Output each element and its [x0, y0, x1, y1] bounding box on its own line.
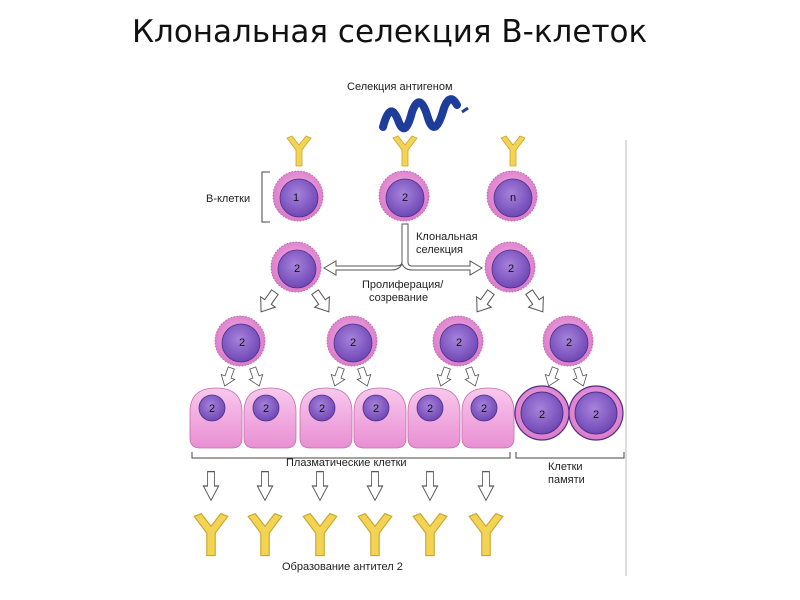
cell-number: 2 [508, 263, 514, 275]
memory-cells-label-1: Клетки [548, 461, 583, 473]
antibody-icon [412, 513, 448, 557]
slide-title: Клональная селекция В-клеток [132, 14, 648, 50]
secretion-arrows [202, 471, 495, 501]
cell-number: 2 [209, 403, 215, 415]
b-cells-label: В-клетки [206, 193, 250, 205]
plasma-cell [189, 387, 243, 449]
memory-cells-label-2: памяти [548, 474, 585, 486]
plasma-cell [407, 387, 461, 449]
cell-number: 2 [350, 337, 356, 349]
clonal-selection-label-1: Клональная [416, 231, 478, 243]
antibody-formation-label: Образование антител 2 [282, 561, 403, 573]
cell-number: n [510, 192, 516, 204]
antibodies [193, 513, 504, 557]
cell-number: 2 [239, 337, 245, 349]
antibody-icon [468, 513, 504, 557]
plasma-cell [243, 387, 297, 449]
memory-cells-bracket [515, 452, 625, 459]
cell-number: 2 [481, 403, 487, 415]
cell-number: 2 [402, 192, 408, 204]
antibody-icon [193, 513, 229, 557]
b-cell-receptor-icon [286, 135, 312, 167]
cell-number: 2 [427, 403, 433, 415]
plasma-cells-bracket [191, 452, 511, 459]
proliferation-label-1: Пролиферация/ [362, 279, 444, 291]
cell-number: 2 [539, 409, 545, 421]
antibody-icon [302, 513, 338, 557]
proliferation-label-2: созревание [369, 292, 428, 304]
cell-number: 1 [293, 192, 299, 204]
antigen-icon [379, 95, 461, 133]
clonal-selection-arrows [323, 223, 483, 276]
cell-number: 2 [456, 337, 462, 349]
cell-number: 2 [566, 337, 572, 349]
plasma-cells-label: Плазматические клетки [286, 457, 407, 469]
antigen-selection-label: Селекция антигеном [347, 81, 453, 93]
cell-number: 2 [373, 403, 379, 415]
plasma-cell [299, 387, 353, 449]
clonal-selection-label-2: селекция [416, 244, 463, 256]
b-cells-bracket [261, 171, 270, 223]
cell-number: 2 [263, 403, 269, 415]
antibody-icon [357, 513, 393, 557]
plasma-cell [353, 387, 407, 449]
plasma-cell [461, 387, 515, 449]
cell-number: 2 [294, 263, 300, 275]
b-cell-receptor-icon [500, 135, 526, 167]
cell-number: 2 [593, 409, 599, 421]
cell-number: 2 [319, 403, 325, 415]
b-cell-receptor-icon [392, 135, 418, 167]
maturation-arrows [217, 365, 591, 389]
antibody-icon [247, 513, 283, 557]
